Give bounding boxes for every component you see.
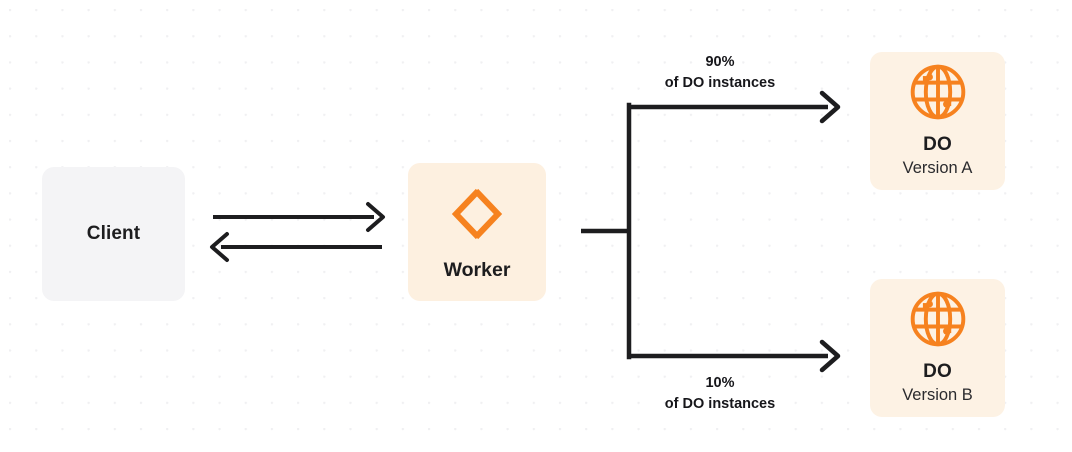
globe-icon [908, 62, 968, 122]
edge-label-do-a: 90% of DO instances [610, 52, 830, 93]
arrow-client-to-worker [213, 202, 385, 232]
node-client[interactable]: Client [42, 167, 185, 301]
branch-trunk [581, 102, 632, 360]
arrow-worker-to-do-a [627, 90, 841, 124]
cloudflare-workers-icon [445, 182, 509, 246]
node-do-b-subtitle: Version B [902, 386, 973, 405]
edge-label-do-b-percent: 10% [705, 375, 735, 391]
node-client-title: Client [86, 222, 141, 244]
arrow-worker-to-do-b [627, 339, 841, 373]
node-do-version-a[interactable]: DO Version A [870, 52, 1005, 190]
node-do-version-b[interactable]: DO Version B [870, 279, 1005, 417]
edge-label-do-b: 10% of DO instances [610, 373, 830, 414]
node-do-a-title: DO [923, 134, 952, 156]
node-worker-title: Worker [443, 259, 511, 281]
edge-label-do-a-percent: 90% [705, 54, 735, 70]
edge-label-do-b-caption: of DO instances [664, 395, 776, 412]
node-worker[interactable]: Worker [408, 163, 546, 301]
arrow-worker-to-client [210, 232, 382, 262]
node-do-b-title: DO [923, 361, 952, 383]
edge-label-do-a-caption: of DO instances [664, 74, 776, 91]
node-do-a-subtitle: Version A [902, 159, 973, 178]
globe-icon [908, 289, 968, 349]
